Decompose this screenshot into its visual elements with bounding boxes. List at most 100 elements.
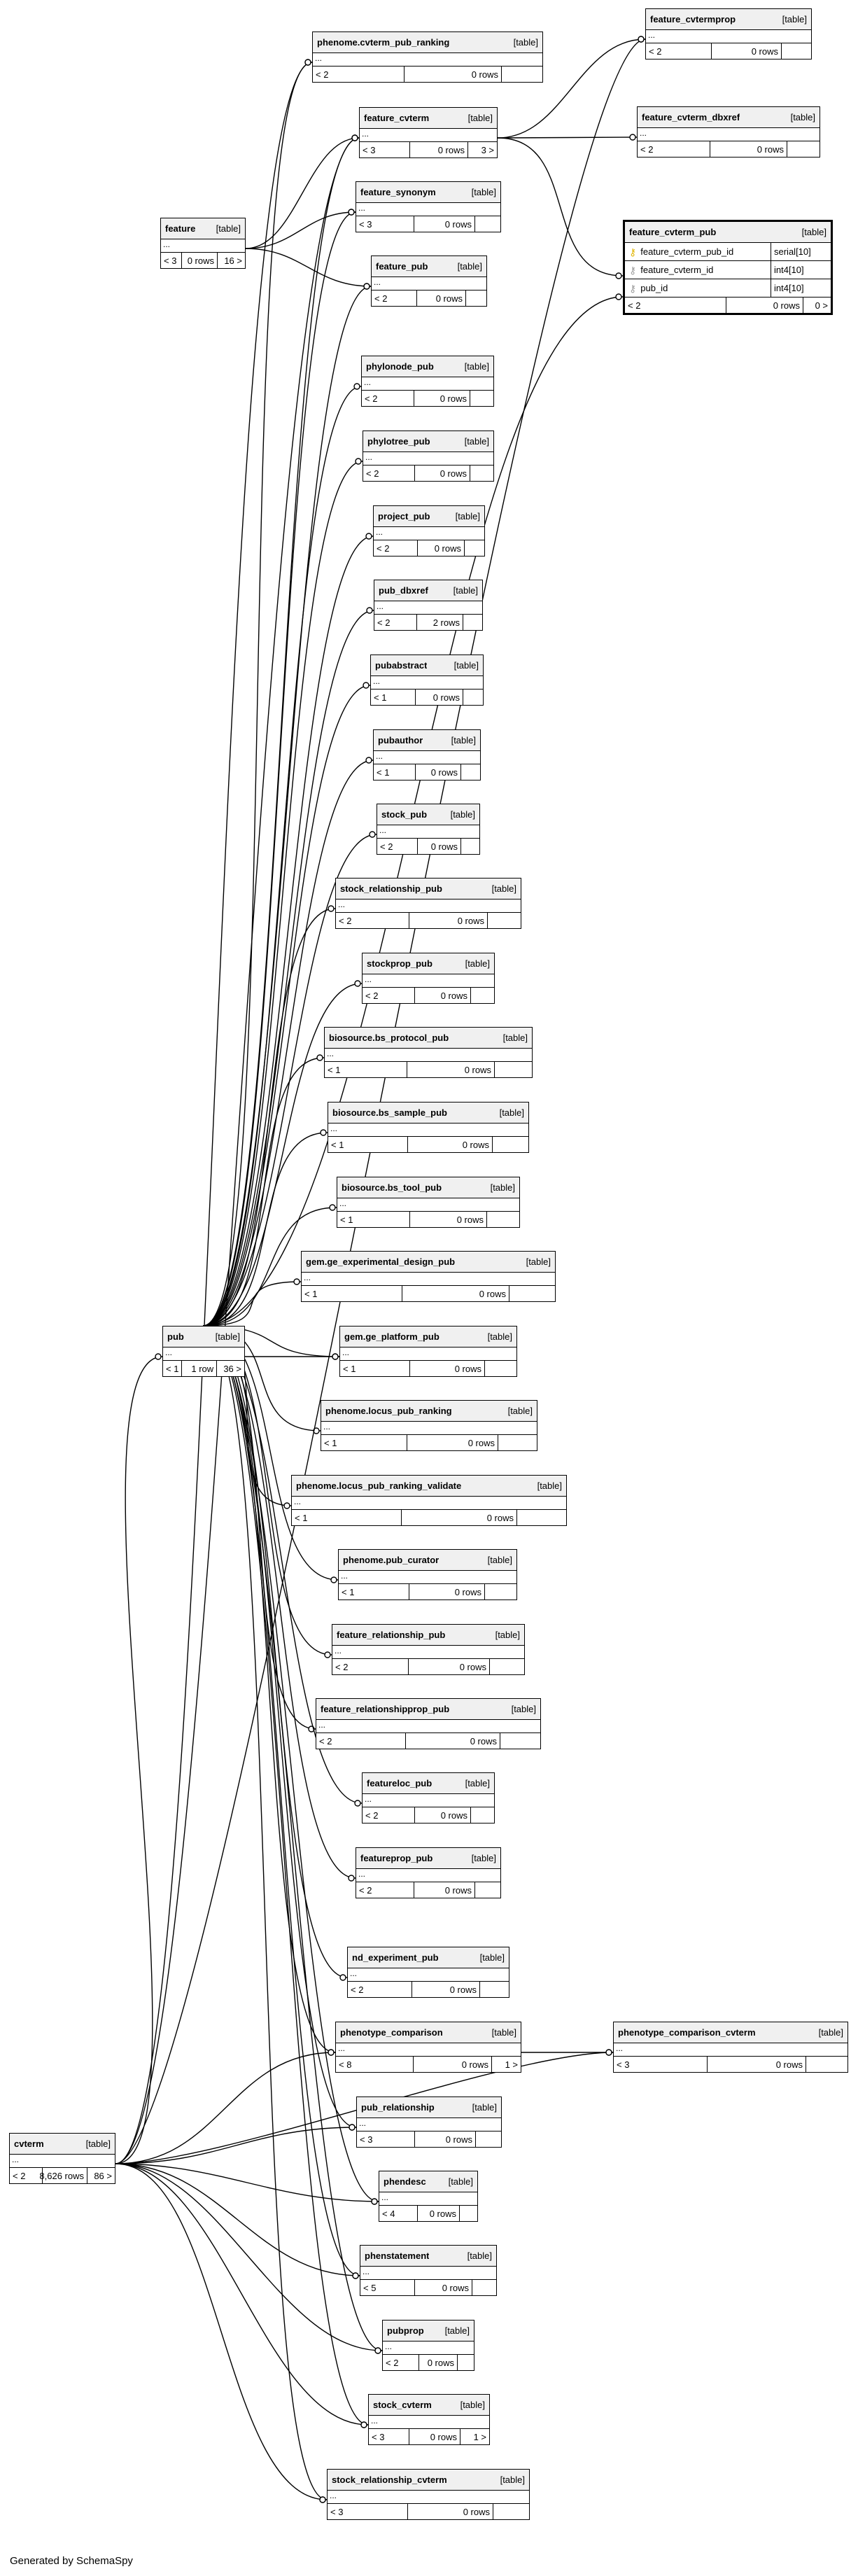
- table-name: pubauthor: [378, 735, 423, 746]
- child-count: [494, 1062, 532, 1077]
- table-locus-pub-ranking-validate[interactable]: phenome.locus_pub_ranking_validate[table…: [291, 1475, 567, 1526]
- crowfoot-marker: [365, 757, 372, 764]
- crowfoot-marker: [615, 293, 622, 300]
- child-count: [470, 988, 494, 1003]
- table-feature-relationshipprop-pub[interactable]: feature_relationshipprop_pub[table]...< …: [316, 1698, 541, 1749]
- table-kind: [table]: [467, 2250, 492, 2261]
- pub-relationship-edge: [202, 1325, 383, 2351]
- table-name: pub: [167, 1331, 184, 1342]
- pub-relationship-edge: [202, 461, 363, 1326]
- row-count: 0 rows: [419, 2355, 457, 2370]
- parent-count: < 8: [339, 2059, 352, 2070]
- table-header: stock_relationship_pub[table]: [336, 878, 521, 899]
- child-count: [501, 66, 542, 82]
- table-name: feature_cvterm_dbxref: [642, 112, 740, 122]
- crowfoot-marker: [355, 458, 362, 465]
- table-kind: [table]: [464, 361, 489, 372]
- table-header: pubprop[table]: [383, 2320, 474, 2342]
- parent-count: < 1: [374, 692, 387, 703]
- crowfoot-marker: [371, 2198, 378, 2205]
- table-ge-experimental-design-pub[interactable]: gem.ge_experimental_design_pub[table]...…: [301, 1251, 556, 1302]
- table-kind: [table]: [453, 585, 478, 596]
- crowfoot-marker: [354, 1800, 361, 1807]
- child-count: [457, 2355, 474, 2370]
- crowfoot-marker: [351, 134, 358, 141]
- parent-count: < 2: [365, 1809, 379, 1821]
- parent-count: < 1: [343, 1363, 356, 1374]
- parent-count: < 1: [377, 766, 390, 778]
- child-count: [484, 1361, 516, 1376]
- child-count: 16 >: [217, 253, 245, 268]
- child-count: 1 >: [460, 2429, 489, 2444]
- table-kind: [table]: [455, 511, 480, 522]
- row-count: 0 rows: [407, 1435, 498, 1450]
- table-feature-cvterm-pub[interactable]: feature_cvterm_pub [table] ⚷feature_cvte…: [623, 220, 833, 315]
- table-header: phylotree_pub[table]: [363, 431, 493, 452]
- table-kind: [table]: [818, 2027, 843, 2038]
- row-count: 0 rows: [414, 988, 470, 1003]
- column-row[interactable]: ⚷feature_cvterm_id int4[10]: [625, 261, 831, 279]
- row-count: 0 rows: [409, 142, 467, 158]
- table-name: phylotree_pub: [367, 436, 430, 447]
- crowfoot-marker: [354, 980, 361, 987]
- table-name: pub_relationship: [361, 2102, 435, 2113]
- columns-ellipsis: ...: [372, 277, 486, 290]
- table-name: feature_cvterm: [364, 113, 430, 123]
- row-count: 0 rows: [408, 1659, 489, 1674]
- table-kind: [table]: [790, 112, 815, 122]
- columns-ellipsis: ...: [374, 527, 484, 540]
- columns-ellipsis: ...: [336, 899, 521, 913]
- column-row[interactable]: ⚷feature_cvterm_pub_id serial[10]: [625, 243, 831, 261]
- row-count: 0 rows: [415, 764, 460, 780]
- table-phenotype-comparison-cvterm[interactable]: phenotype_comparison_cvterm[table]...< 3…: [613, 2022, 848, 2073]
- child-count: [470, 465, 493, 481]
- table-kind: [table]: [500, 2474, 525, 2485]
- table-name: phendesc: [384, 2176, 426, 2187]
- table-name: stockprop_pub: [367, 958, 432, 969]
- columns-ellipsis: ...: [369, 2416, 489, 2429]
- row-count: 0 rows: [414, 1882, 474, 1898]
- columns-ellipsis: ...: [348, 1968, 509, 1982]
- table-name: feature_synonym: [360, 187, 436, 197]
- column-row[interactable]: ⚷pub_id int4[10]: [625, 279, 831, 298]
